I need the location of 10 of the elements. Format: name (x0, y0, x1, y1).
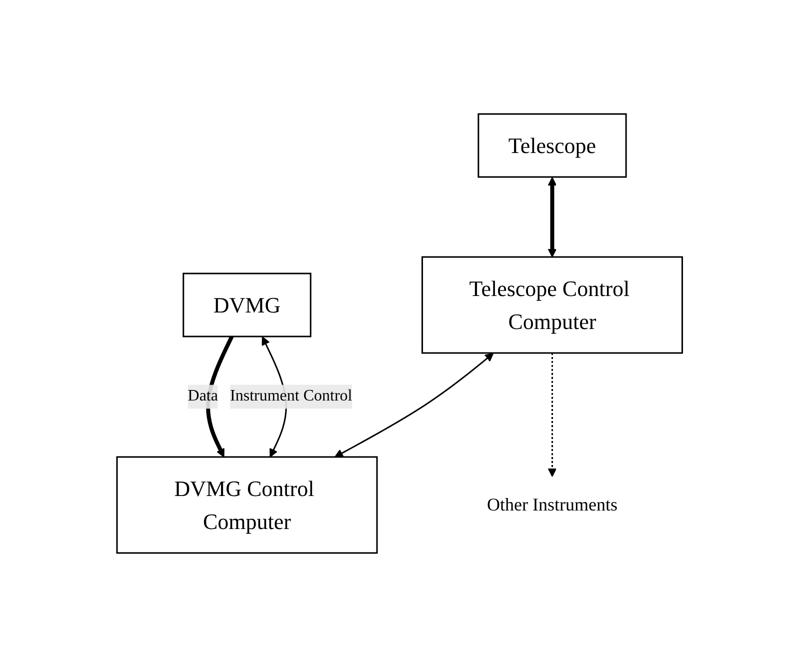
node-box: DVMG Control Computer (116, 456, 378, 554)
edge-label: Instrument Control (230, 387, 352, 404)
node-text: Other Instruments (486, 494, 618, 514)
node-box: Telescope Control Computer (421, 256, 683, 354)
arrow (548, 176, 556, 257)
node-box: DVMG (182, 272, 312, 337)
node-box: Telescope (478, 112, 627, 178)
edge-label: Data (188, 387, 218, 404)
arrow (334, 352, 494, 457)
arrow (548, 352, 556, 476)
